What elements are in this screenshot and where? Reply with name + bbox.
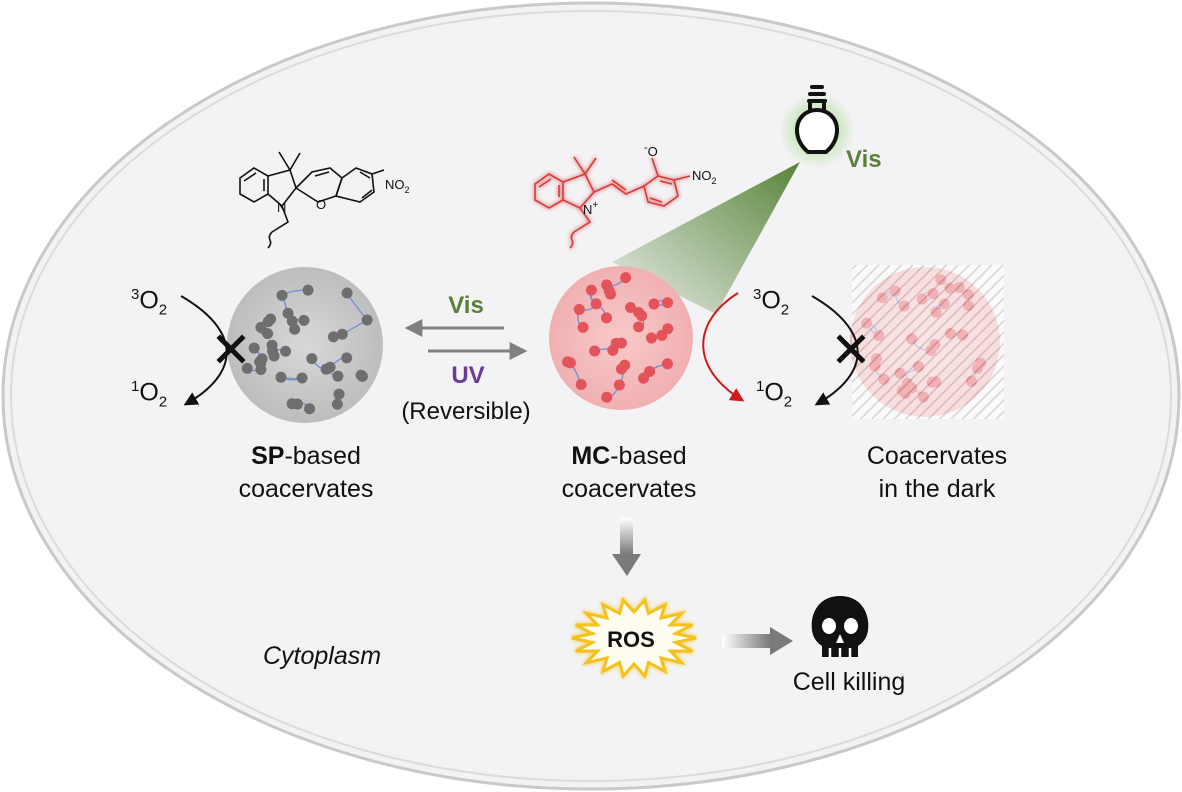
polymer-bead [661,358,673,370]
polymer-bead [296,372,308,384]
polymer-bead [333,388,345,400]
sp-molecule-labels: N O NO2 [277,177,410,215]
polymer-bead [645,332,657,344]
light-beam [612,162,800,314]
polymer-bead [575,379,587,391]
polymer-bead [241,362,253,374]
sp-n-atom: N [277,200,286,215]
mc-molecule-labels: N+ -O NO2 [583,142,717,217]
ros-label: ROS [607,627,655,652]
reversible-label: (Reversible) [401,398,531,425]
cell-membrane-inner [10,10,1172,782]
ros-starburst [571,597,697,679]
polymer-bead [625,301,637,313]
polymer-bead [564,357,576,369]
polymer-bead [341,352,353,364]
polymer-bead [605,288,617,300]
polymer-bead [280,345,292,357]
polymer-bead [276,289,288,301]
sp-nitro: NO2 [385,177,410,195]
polymer-bead [265,313,277,325]
polymer-bead [320,363,332,375]
right-arrow-head [770,627,793,655]
darkness-hatch [852,265,1004,419]
polymer-bead [298,314,310,326]
mc-nitro: NO2 [692,168,717,186]
polymer-bead [282,307,294,319]
polymer-bead [633,321,645,333]
polymer-bead [648,298,660,310]
polymer-bead [302,284,314,296]
sp-o2-top-label: 3O2 [131,286,168,319]
polymer-bead [332,370,344,382]
polymer-bead [615,363,627,375]
right-arrow-shaft [722,634,770,648]
switch-vis-label: Vis [448,292,484,319]
polymer-bead [590,298,602,310]
mc-coacervate-label: MC-based coacervates [561,442,697,503]
polymer-bead [620,272,632,284]
polymer-bead [356,370,368,382]
polymer-bead [601,391,613,403]
polymer-bead [341,287,353,299]
sp-molecule [239,151,385,249]
polymer-bead [262,328,274,340]
skull-icon [811,596,869,657]
sp-o2-bottom-label: 1O2 [131,378,168,411]
polymer-bead [256,353,268,365]
cell-killing-label: Cell killing [792,668,906,696]
polymer-bead [331,398,343,410]
sp-coacervate-label: SP-based coacervates [238,442,374,503]
polymer-bead [327,331,339,343]
switch-uv-label: UV [451,362,485,389]
light-bulb-icon [794,85,840,154]
sp-polymer-network [241,284,373,415]
down-arrow-head [612,554,641,576]
dark-coacervate-label: Coacervates in the dark [866,442,1008,503]
dark-o2-arrow [811,295,859,406]
polymer-bead [644,365,656,377]
polymer-bead [636,310,648,322]
polymer-bead [306,353,318,365]
polymer-bead [267,345,279,357]
polymer-bead [585,284,597,296]
down-arrow-shaft [620,518,633,554]
lamp-vis-label: Vis [846,146,882,173]
mc-polymer-network [562,272,674,403]
polymer-bead [573,303,585,315]
dark-o2-bottom-label: 1O2 [756,378,793,411]
polymer-bead [361,314,373,326]
mc-o-atom: -O [644,142,658,159]
polymer-bead [656,329,668,341]
polymer-bead [662,297,674,309]
polymer-bead [336,328,348,340]
polymer-bead [248,342,260,354]
mc-ros-conversion-arrow [702,292,745,402]
polymer-bead [607,344,619,356]
polymer-bead [304,403,316,415]
mc-n-atom: N+ [583,200,598,217]
dark-block-cross [836,334,866,364]
polymer-bead [291,398,303,410]
polymer-bead [613,379,625,391]
polymer-bead [589,345,601,357]
sp-o-atom: O [316,197,326,212]
cytoplasm-label: Cytoplasm [263,642,382,670]
sp-coacervate [227,267,383,423]
dark-o2-top-label: 3O2 [753,286,790,319]
polymer-bead [600,312,612,324]
polymer-bead [577,321,589,333]
sp-block-cross [216,334,246,364]
polymer-bead [275,371,287,383]
mc-molecule [534,156,691,249]
